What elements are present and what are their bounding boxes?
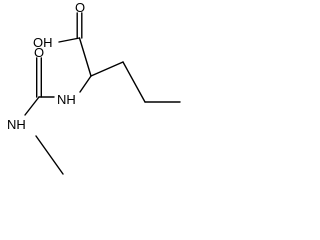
atom-label-methyl-nh: NH — [7, 117, 26, 132]
molecule-drawing: O OH NH O NH — [7, 0, 181, 175]
bond-chain-1-2 — [122, 61, 146, 103]
bond-alpha-chain-1 — [90, 61, 124, 77]
atom-label-amide-nh: NH — [57, 92, 76, 107]
bond-urea-c-nh — [24, 96, 40, 116]
bond-nh-methyl — [35, 135, 64, 175]
bond-acid-c-oh — [58, 37, 81, 43]
atom-label-carbonyl-o: O — [75, 0, 85, 15]
atom-label-urea-o: O — [34, 45, 44, 60]
bond-alpha-nh — [79, 75, 92, 93]
structure-canvas: O OH NH O NH — [0, 0, 200, 184]
atom-label-hydroxyl: OH — [33, 35, 53, 50]
bond-acid-c-alpha — [78, 37, 92, 77]
